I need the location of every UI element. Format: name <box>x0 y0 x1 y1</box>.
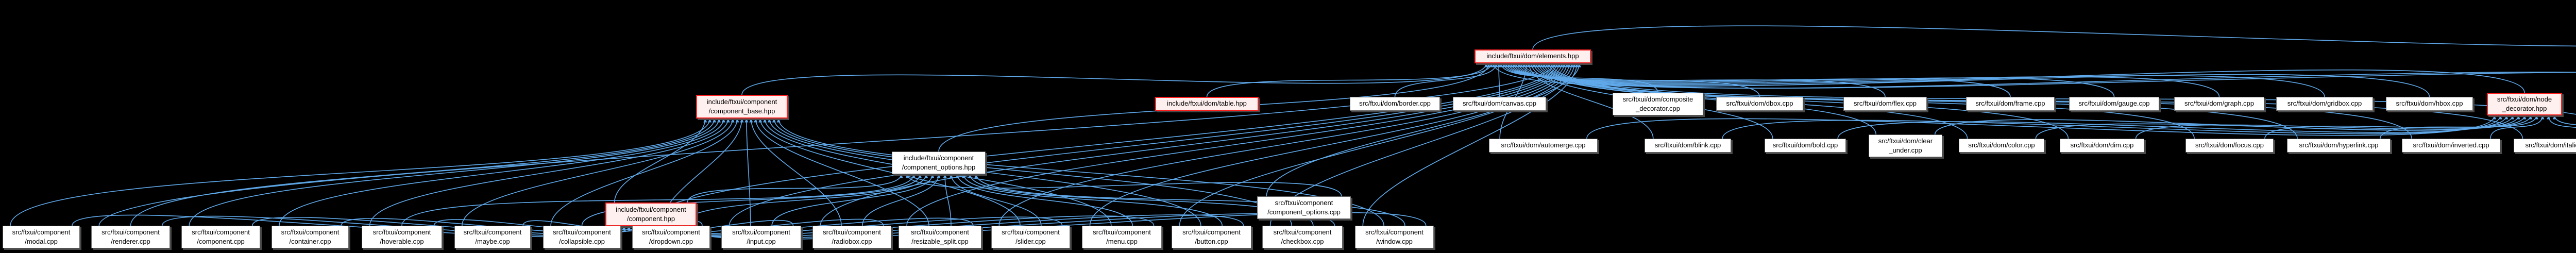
graph-node-component-base-hpp[interactable]: include/ftxui/component /component_base.… <box>696 95 788 119</box>
graph-edge <box>2380 115 2538 139</box>
graph-node-bold-cpp[interactable]: src/ftxui/dom/bold.cpp <box>1765 139 1846 153</box>
graph-node-italic-cpp[interactable]: src/ftxui/dom/italic.cpp <box>2514 139 2576 153</box>
graph-edge <box>687 174 903 203</box>
graph-node-dbox-cpp[interactable]: src/ftxui/dom/dbox.cpp <box>1716 97 1803 111</box>
graph-edge <box>401 174 916 226</box>
graph-node-checkbox-cpp[interactable]: src/ftxui/component /checkbox.cpp <box>1262 226 1343 248</box>
graph-node-elements-hpp[interactable]: include/ftxui/dom/elements.hpp <box>1475 49 1591 63</box>
graph-edge <box>1532 25 2576 50</box>
graph-edge <box>2552 115 2576 125</box>
graph-node-flex-cpp[interactable]: src/ftxui/dom/flex.cpp <box>1843 97 1927 111</box>
graph-edge <box>758 118 1021 226</box>
graph-edge <box>998 63 1569 226</box>
graph-node-button-cpp[interactable]: src/ftxui/component /button.cpp <box>1172 226 1251 248</box>
graph-edge <box>550 118 739 226</box>
graph-edge <box>130 118 717 226</box>
graph-edge <box>943 174 952 226</box>
graph-node-maybe-cpp[interactable]: src/ftxui/component /maybe.cpp <box>454 226 531 248</box>
graph-edge <box>1522 63 2576 89</box>
graph-node-hyperlink-cpp[interactable]: src/ftxui/dom/hyperlink.cpp <box>2287 139 2391 153</box>
graph-node-container-cpp[interactable]: src/ftxui/component /container.cpp <box>272 226 349 248</box>
graph-edge <box>906 63 1566 226</box>
graph-edge <box>962 174 1223 226</box>
graph-edge <box>279 118 725 226</box>
graph-edge <box>1499 63 1658 93</box>
graph-node-component-cpp[interactable]: src/ftxui/component /component.cpp <box>181 226 260 248</box>
graph-node-menu-cpp[interactable]: src/ftxui/component /menu.cpp <box>1082 226 1162 248</box>
graph-edge <box>369 118 730 226</box>
graph-node-radiobox-cpp[interactable]: src/ftxui/component /radiobox.cpp <box>812 226 891 248</box>
graph-node-component-hpp[interactable]: include/ftxui/component /component.hpp <box>605 203 697 226</box>
graph-node-automerge-cpp[interactable]: src/ftxui/dom/automerge.cpp <box>1489 139 1598 153</box>
graph-node-canvas-cpp[interactable]: src/ftxui/dom/canvas.cpp <box>1453 97 1546 111</box>
graph-node-input-cpp[interactable]: src/ftxui/component /input.cpp <box>721 226 801 248</box>
graph-edge <box>862 174 941 226</box>
graph-edge <box>728 63 1561 226</box>
graph-node-table-hpp[interactable]: include/ftxui/dom/table.hpp <box>1155 97 1259 111</box>
graph-node-border-cpp[interactable]: src/ftxui/dom/border.cpp <box>1350 97 1440 111</box>
graph-edge <box>1206 63 1493 97</box>
graph-node-dim-cpp[interactable]: src/ftxui/dom/dim.cpp <box>2060 139 2144 153</box>
graph-edge <box>2547 115 2576 128</box>
graph-node-slider-cpp[interactable]: src/ftxui/component /slider.cpp <box>991 226 1070 248</box>
graph-node-gauge-cpp[interactable]: src/ftxui/dom/gauge.cpp <box>2069 97 2159 111</box>
graph-edge <box>1586 115 2496 139</box>
graph-edge <box>433 219 636 233</box>
graph-edge <box>955 174 1133 226</box>
graph-node-clear-under-cpp[interactable]: src/ftxui/dom/clear _under.cpp <box>1869 134 1942 157</box>
graph-node-component-options-cpp[interactable]: src/ftxui/component /component_options.c… <box>1257 196 1351 219</box>
graph-edge <box>2135 115 2527 139</box>
graph-node-frame-cpp[interactable]: src/ftxui/dom/frame.cpp <box>1966 97 2055 111</box>
graph-edge <box>820 63 1564 226</box>
graph-edge <box>462 118 735 226</box>
graph-node-inverted-cpp[interactable]: src/ftxui/dom/inverted.cpp <box>2402 139 2500 153</box>
graph-edge <box>741 63 1488 95</box>
graph-edge <box>749 118 842 226</box>
graph-edge <box>10 118 712 226</box>
graph-node-component-options-hpp[interactable]: include/ftxui/component /component_optio… <box>892 151 986 174</box>
graph-edge <box>189 118 721 226</box>
graph-edge <box>1527 63 1654 139</box>
graph-node-blink-cpp[interactable]: src/ftxui/dom/blink.cpp <box>1645 139 1731 153</box>
graph-node-window-cpp[interactable]: src/ftxui/component /window.cpp <box>1355 226 1434 248</box>
graph-edge <box>1394 63 1498 97</box>
graph-edge <box>581 174 922 226</box>
graph-edge <box>771 174 935 226</box>
graph-edge <box>1362 63 1579 226</box>
graph-node-gridbox-cpp[interactable]: src/ftxui/dom/gridbox.cpp <box>2276 97 2373 111</box>
graph-node-hoverable-cpp[interactable]: src/ftxui/component /hoverable.cpp <box>362 226 442 248</box>
graph-node-node-decorator-hpp[interactable]: src/ftxui/dom/node _decorator.hpp <box>2487 93 2562 115</box>
graph-node-dropdown-cpp[interactable]: src/ftxui/component /dropdown.cpp <box>632 226 710 248</box>
graph-edge <box>1266 63 1581 197</box>
graph-edge <box>754 118 929 226</box>
graph-node-composite-decorator-cpp[interactable]: src/ftxui/dom/composite _decorator.cpp <box>1613 93 1703 115</box>
graph-node-color-cpp[interactable]: src/ftxui/dom/color.cpp <box>1959 139 2044 153</box>
graph-edge <box>772 118 1292 226</box>
graph-node-renderer-cpp[interactable]: src/ftxui/component /renderer.cpp <box>91 226 170 248</box>
graph-node-focus-cpp[interactable]: src/ftxui/dom/focus.cpp <box>2185 139 2274 153</box>
graph-edge <box>614 118 707 203</box>
graph-edge <box>974 174 1405 226</box>
graph-edge <box>2490 115 2545 139</box>
graph-edge <box>2264 115 2533 139</box>
graph-edge <box>744 118 751 226</box>
graph-edge <box>1537 63 2069 139</box>
graph-node-collapsible-cpp[interactable]: src/ftxui/component /collapsible.cpp <box>543 226 621 248</box>
graph-edge <box>949 174 1042 226</box>
graph-edge <box>639 63 1558 226</box>
graph-edge <box>681 174 928 226</box>
graph-node-graph-cpp[interactable]: src/ftxui/dom/graph.cpp <box>2174 97 2264 111</box>
graph-node-modal-cpp[interactable]: src/ftxui/component /modal.cpp <box>3 226 80 248</box>
graph-node-resizable-split-cpp[interactable]: src/ftxui/component /resizable_split.cpp <box>899 226 981 248</box>
graph-node-hbox-cpp[interactable]: src/ftxui/dom/hbox.cpp <box>2386 97 2473 111</box>
